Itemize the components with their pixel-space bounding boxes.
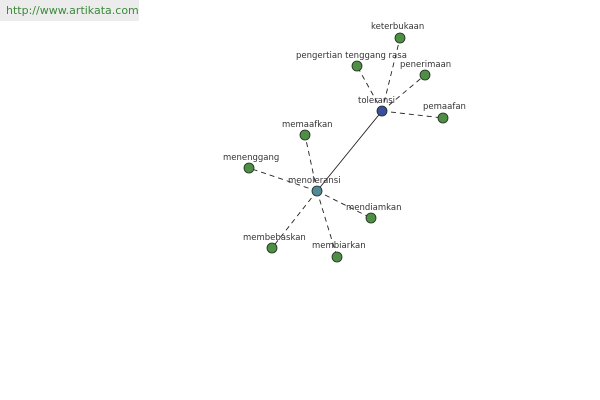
edge-toleransi-penerimaan bbox=[381, 74, 426, 112]
node-label-pemaafan: pemaafan bbox=[423, 102, 466, 112]
node-label-membiarkan: membiarkan bbox=[312, 241, 366, 251]
source-url-link[interactable]: http://www.artikata.com bbox=[6, 4, 139, 17]
source-banner: http://www.artikata.com bbox=[0, 0, 139, 21]
node-label-penerimaan: penerimaan bbox=[400, 60, 451, 70]
node-label-toleransi: toleransi bbox=[358, 96, 395, 106]
node-membiarkan[interactable] bbox=[331, 251, 343, 263]
node-label-menoleransi: menoleransi bbox=[288, 176, 341, 186]
node-label-mendiamkan: mendiamkan bbox=[346, 203, 402, 213]
node-label-membebaskan: membebaskan bbox=[243, 233, 306, 243]
node-menenggang[interactable] bbox=[243, 162, 255, 174]
node-keterbukaan[interactable] bbox=[394, 32, 406, 44]
node-toleransi[interactable] bbox=[376, 105, 388, 117]
edge-menoleransi-memaafkan bbox=[304, 134, 318, 192]
edge-toleransi-keterbukaan bbox=[381, 37, 401, 112]
edge-menoleransi-membebaskan bbox=[271, 190, 318, 249]
node-pemaafan[interactable] bbox=[437, 112, 449, 124]
edge-menoleransi-membiarkan bbox=[316, 190, 338, 258]
edges-layer bbox=[248, 37, 444, 258]
node-membebaskan[interactable] bbox=[266, 242, 278, 254]
node-label-keterbukaan: keterbukaan bbox=[371, 22, 424, 32]
edge-menoleransi-mendiamkan bbox=[316, 190, 372, 219]
node-menoleransi[interactable] bbox=[311, 185, 323, 197]
node-label-memaafkan: memaafkan bbox=[282, 120, 333, 130]
nodes-layer bbox=[243, 32, 449, 263]
labels-layer: toleransi menoleransi keterbukaan pengertia… bbox=[223, 22, 466, 251]
node-label-menenggang: menenggang bbox=[223, 153, 279, 163]
node-memaafkan[interactable] bbox=[299, 129, 311, 141]
edge-toleransi-menoleransi bbox=[316, 110, 383, 192]
node-penerimaan[interactable] bbox=[419, 69, 431, 81]
node-label-pengertian: pengertian tenggang rasa bbox=[296, 51, 407, 61]
node-mendiamkan[interactable] bbox=[365, 212, 377, 224]
edge-toleransi-pemaafan bbox=[381, 110, 444, 119]
edge-menoleransi-menenggang bbox=[248, 167, 318, 192]
node-pengertian[interactable] bbox=[351, 60, 363, 72]
